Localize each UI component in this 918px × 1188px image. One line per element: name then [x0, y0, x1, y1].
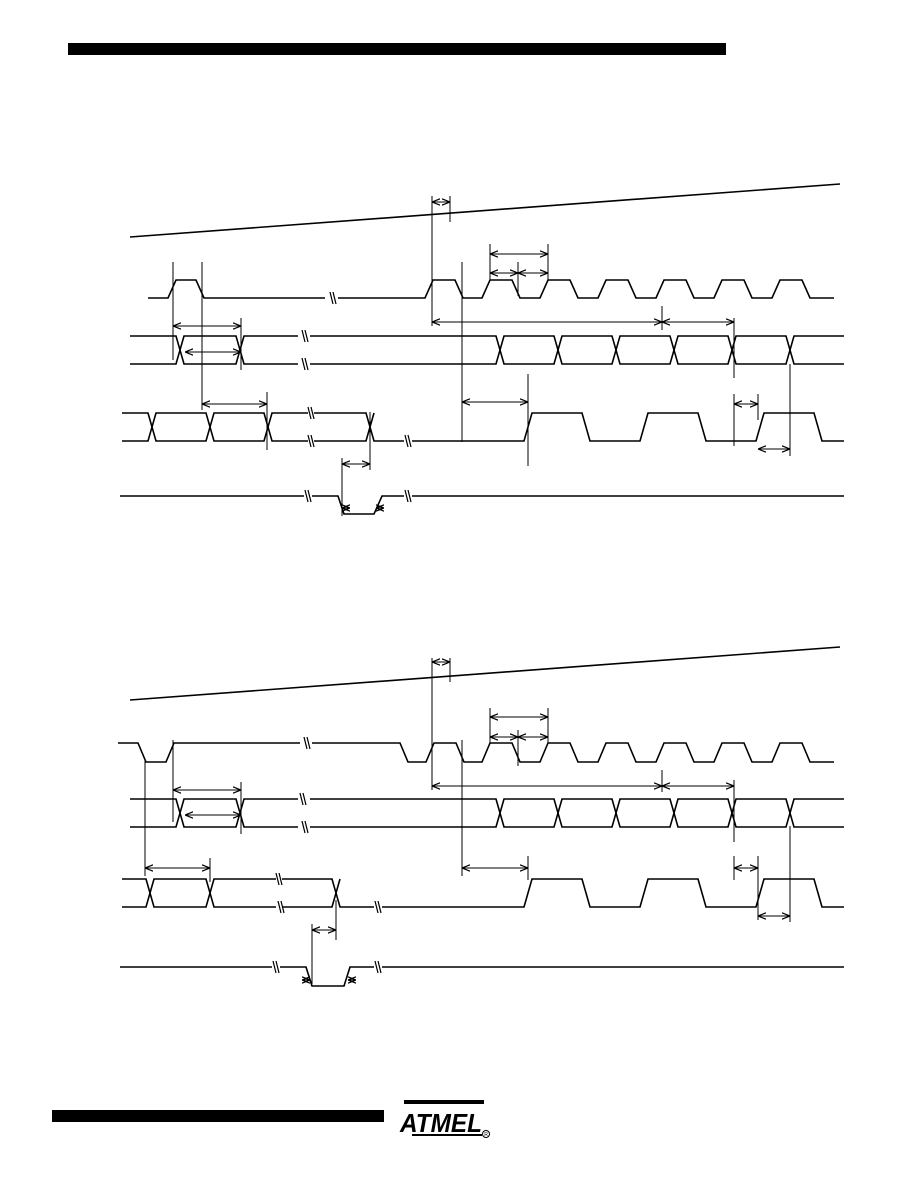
svg-text:R: R: [484, 1132, 488, 1138]
svg-text:ATMEL: ATMEL: [399, 1108, 482, 1138]
strobe-waveform: [120, 966, 844, 987]
timing-diagram-1: [120, 183, 844, 516]
footer-bar: [52, 1110, 384, 1122]
clock-waveform: [148, 279, 834, 299]
ramp-line: [129, 183, 841, 238]
break-mark: [329, 291, 337, 305]
clock-waveform: [118, 742, 834, 763]
strobe-waveform: [120, 495, 844, 515]
bus-waveform-1: [130, 798, 844, 828]
bus-waveform-1: [130, 335, 844, 365]
header-bar: [68, 43, 726, 55]
ramp-line: [129, 646, 841, 701]
bus-waveform-2: [122, 878, 844, 908]
atmel-logo: ATMEL R: [399, 1100, 490, 1138]
